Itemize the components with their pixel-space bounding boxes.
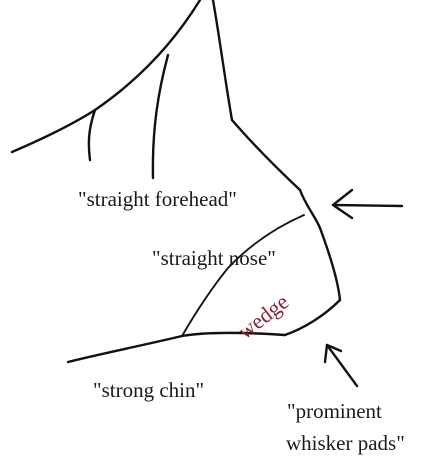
back-of-head-line [12, 110, 95, 152]
nose-line [300, 190, 320, 228]
whisker-pad-line [285, 300, 340, 335]
muzzle-front-line [320, 228, 340, 300]
forehead-arrow-shaft [333, 205, 402, 206]
nose-label: "straight nose" [152, 246, 276, 270]
inner-ear-line [213, 0, 232, 120]
inner-ear-fold-left [89, 110, 95, 160]
outer-ear-line [95, 0, 200, 110]
whisker-pads-label-line2: whisker pads" [286, 431, 405, 455]
inner-ear-fold-right [153, 55, 168, 178]
chin-label: "strong chin" [93, 378, 204, 402]
whisker-pads-label-line1: "prominent [287, 399, 382, 423]
forehead-line [232, 120, 300, 190]
forehead-label: "straight forehead" [78, 187, 237, 211]
